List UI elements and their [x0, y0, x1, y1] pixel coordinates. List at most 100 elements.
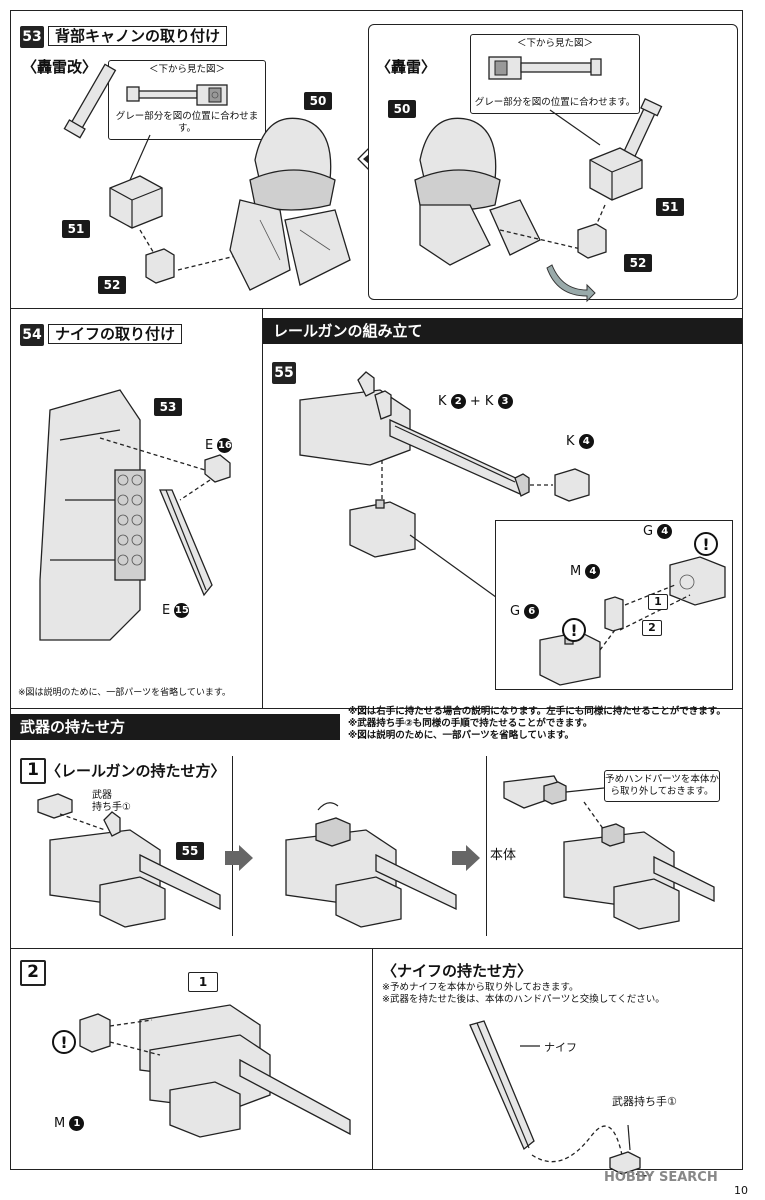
bottom-view-diagram-left [126, 84, 228, 106]
step-55-number: 55 [272, 362, 296, 384]
next-arrow-2 [452, 845, 480, 871]
cannon-assembly-right [414, 98, 663, 303]
part-e15-label: E 15 [162, 603, 190, 618]
step-54-number: 54 [20, 324, 44, 346]
knife-note-2: ※武器を持たせた後は、本体のハンドパーツと交換してください。 [382, 994, 665, 1005]
knife-holding-title: 〈ナイフの持たせ方〉 [382, 962, 533, 980]
divider-knife [372, 948, 373, 1170]
holding-note-3: ※図は説明のために、一部パーツを省略しています。 [348, 730, 575, 741]
plus-sign: + [469, 394, 481, 409]
order-step-2: 2 [642, 620, 662, 636]
divider-54-railgun [262, 308, 263, 708]
part-k4-label: K 4 [566, 434, 594, 449]
part-k2-k3-label: K 2 + K 3 [438, 394, 513, 409]
part-k4-letter: K [566, 434, 575, 449]
part-m1-number: 1 [69, 1116, 85, 1131]
part-k4-number: 4 [578, 434, 594, 449]
holding-divider-2 [486, 756, 487, 936]
cannon-assembly-left [63, 63, 261, 284]
part-m4-letter: M [570, 564, 582, 579]
order-step-1: 1 [648, 594, 668, 610]
knife-mount-drawing [39, 389, 231, 641]
part-e15-number: 15 [174, 603, 190, 618]
figure-head-left [229, 117, 351, 291]
bottom-view-callout-right: ＜下から見た図＞ グレー部分を図の位置に合わせます。 [470, 34, 640, 114]
part-e15-letter: E [162, 603, 171, 618]
part-tag-55: 55 [176, 842, 204, 860]
remove-hand-callout-text: 予めハンドパーツを本体から取り外しておきます。 [605, 774, 719, 797]
part-m4-number: 4 [585, 564, 601, 579]
next-arrow-1 [225, 845, 253, 871]
railgun-holding-panel-3 [503, 775, 715, 930]
knife-label: ナイフ [544, 1041, 577, 1054]
weapon-hand-1-label: 武器 持ち手① [92, 790, 131, 814]
bottom-view-caption-right: ＜下から見た図＞ [516, 38, 593, 49]
part-e16-letter: E [205, 438, 214, 453]
attention-icon-g4: ! [694, 532, 718, 556]
watermark: HOBBY SEARCH [604, 1170, 718, 1185]
holding-step-2-number: 2 [20, 960, 46, 986]
holding-divider-1 [232, 756, 233, 936]
step-54-title: ナイフの取り付け [48, 323, 183, 345]
part-e16-number: 16 [217, 438, 233, 453]
rail-bolts [114, 469, 146, 581]
railgun-holding-step-2-drawing [79, 1004, 351, 1138]
bottom-view-diagram-right [488, 56, 602, 80]
railgun-assembly-drawing [299, 371, 590, 601]
attention-icon-m1: ! [52, 1030, 76, 1054]
part-m1-label: M 1 [54, 1116, 85, 1131]
part-g4-letter: G [643, 524, 654, 539]
part-tag-51-right: 51 [656, 198, 684, 216]
weapon-hand-label-line2: 持ち手① [92, 802, 131, 813]
step-53-title: 背部キャノンの取り付け [48, 25, 228, 47]
holding-step-1-number: 1 [20, 758, 46, 784]
divider-53-bottom [10, 308, 743, 309]
part-g6-letter: G [510, 604, 521, 619]
bottom-view-caption: ＜下から見た図＞ [148, 64, 225, 75]
variant-goraikai-label: 〈轟雷改〉 [22, 58, 98, 76]
step-53-title-text: 背部キャノンの取り付け [48, 26, 228, 46]
part-g4-label: G 4 [643, 524, 673, 539]
divider-holding-mid [10, 948, 743, 949]
part-m4-label: M 4 [570, 564, 601, 579]
variant-gorai-label: 〈轟雷〉 [376, 58, 437, 76]
part-k2-number: 2 [450, 394, 466, 409]
body-label: 本体 [490, 848, 517, 863]
part-e16-label: E 16 [205, 438, 233, 453]
holding-notes: ※図は右手に持たせる場合の説明になります。左手にも同様に持たせることができます。… [348, 706, 743, 742]
part-tag-50-right: 50 [388, 100, 416, 118]
step-54-note: ※図は説明のために、一部パーツを省略しています。 [18, 688, 231, 698]
divider-holding-top [10, 708, 743, 709]
part-g6-number: 6 [524, 604, 540, 619]
bottom-view-callout-left: ＜下から見た図＞ グレー部分を図の位置に合わせます。 [108, 60, 266, 140]
holding-note-1: ※図は右手に持たせる場合の説明になります。左手にも同様に持たせることができます。 [348, 706, 726, 717]
part-g6-label: G 6 [510, 604, 540, 619]
weapon-hand-label-line1: 武器 [92, 790, 112, 801]
part-tag-51-left: 51 [62, 220, 90, 238]
remove-hand-callout: 予めハンドパーツを本体から取り外しておきます。 [604, 770, 720, 802]
knife-holding-drawing [469, 1020, 653, 1177]
knife-note-1: ※予めナイフを本体から取り外しておきます。 [382, 982, 579, 993]
part-k3-number: 3 [497, 394, 513, 409]
bottom-view-instruction-right: グレー部分を図の位置に合わせます。 [474, 97, 636, 108]
part-tag-52-left: 52 [98, 276, 126, 294]
part-k-letter-2: K [484, 394, 494, 409]
step-54-title-text: ナイフの取り付け [48, 324, 183, 344]
weapon-holding-header: 武器の持たせ方 [10, 714, 340, 740]
part-m1-letter: M [54, 1116, 66, 1131]
page-frame [10, 10, 743, 1170]
part-tag-1: 1 [188, 972, 218, 992]
bottom-view-instruction: グレー部分を図の位置に合わせます。 [115, 111, 259, 134]
railgun-holding-panel-1 [37, 793, 221, 928]
holding-note-2: ※武器持ち手②も同様の手順で持たせることができます。 [348, 718, 593, 729]
watermark-text: HOBBY SEARCH [604, 1170, 718, 1185]
knife-hand-label: 武器持ち手① [612, 1095, 677, 1108]
railgun-assembly-header: レールガンの組み立て [263, 318, 742, 344]
part-tag-52-right: 52 [624, 254, 652, 272]
attention-icon-g6: ! [562, 618, 586, 642]
part-k-letter: K [438, 394, 447, 409]
part-tag-53: 53 [154, 398, 182, 416]
step-53-number: 53 [20, 26, 44, 48]
page-number: 10 [734, 1184, 748, 1197]
railgun-holding-title: 〈レールガンの持たせ方〉 [46, 762, 226, 780]
